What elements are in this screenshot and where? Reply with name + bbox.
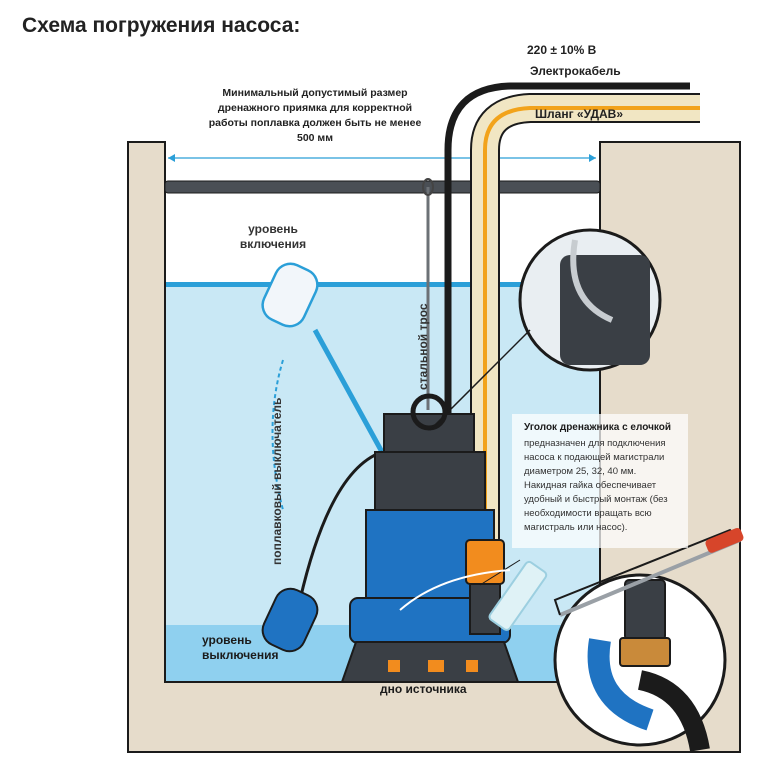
hose-nut	[465, 539, 505, 635]
level-off-label: уровень выключения	[202, 633, 279, 662]
callout-title: Уголок дренажника с елочкой	[524, 422, 672, 433]
float-switch-icon	[261, 262, 319, 328]
hacksaw-icon	[553, 527, 744, 617]
page-title: Схема погружения насоса:	[22, 14, 301, 37]
fitting-callout: Уголок дренажника с елочкой предназначен…	[512, 414, 688, 548]
dimension-line	[168, 154, 596, 162]
level-on-label: уровень включения	[239, 222, 307, 251]
zoom-fitting-detail	[553, 527, 744, 752]
bottom-label: дно источника	[380, 682, 467, 696]
callout-text: предназначен для подключения насоса к по…	[524, 438, 668, 533]
pump-icon	[340, 393, 520, 683]
min-size-note: Минимальный допустимый размер дренажного…	[208, 87, 422, 144]
voltage-label: 220 ± 10% В	[527, 43, 597, 57]
steel-cable	[422, 178, 434, 410]
float-switch	[261, 262, 385, 653]
float-switch-label: поплавковый выключатель	[270, 397, 284, 565]
water-surface-line	[165, 282, 600, 287]
hose	[470, 93, 700, 560]
float-switch-low-icon	[261, 587, 319, 653]
cable-label: Электрокабель	[530, 64, 621, 78]
callout-pointer	[479, 559, 521, 586]
support-bar	[164, 180, 601, 194]
elbow-fitting-icon	[488, 560, 548, 631]
electric-cable	[444, 82, 690, 470]
zoom-cable-entry	[429, 228, 662, 431]
steel-cable-label: стальной трос	[416, 303, 430, 390]
hose-label: Шланг «УДАВ»	[535, 107, 624, 121]
